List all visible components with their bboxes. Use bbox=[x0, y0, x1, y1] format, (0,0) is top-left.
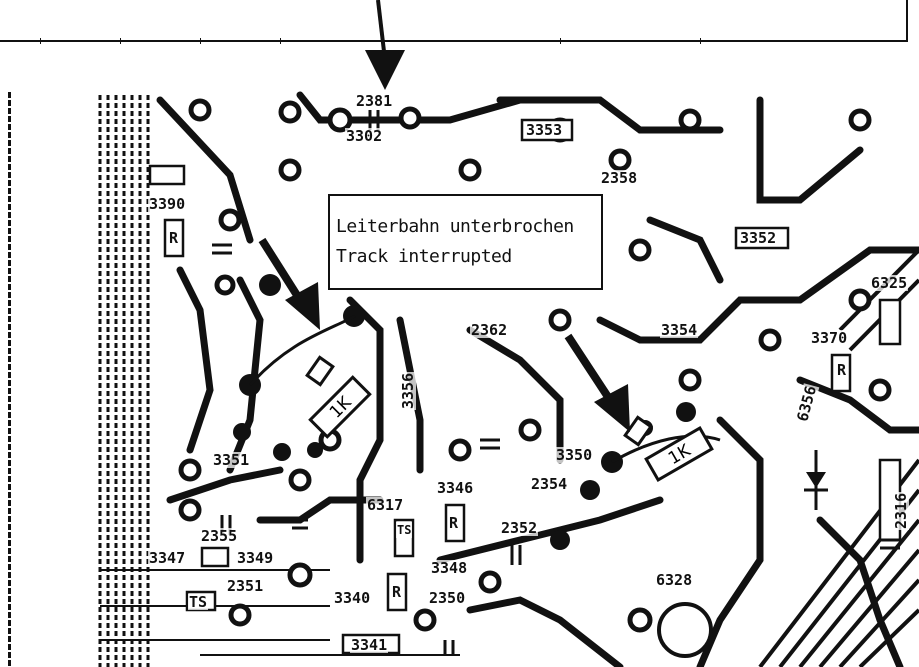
part-mark-ts: TS bbox=[188, 593, 209, 611]
component-label: 6328 bbox=[655, 571, 694, 589]
component-label: 2352 bbox=[500, 519, 539, 537]
component-label: 3341 bbox=[350, 636, 389, 654]
component-label: 2316 bbox=[892, 491, 910, 530]
solder-pads bbox=[178, 98, 892, 652]
component-label: 3370 bbox=[810, 329, 849, 347]
added-resistors bbox=[248, 314, 721, 482]
component-label: 3302 bbox=[345, 127, 384, 145]
part-mark-r: R bbox=[836, 361, 848, 379]
component-label: 3348 bbox=[430, 559, 469, 577]
left-margin-rule bbox=[8, 92, 11, 667]
component-label: 6325 bbox=[870, 274, 909, 292]
callout-english-text: Track interrupted bbox=[336, 246, 512, 267]
bus-lines bbox=[98, 95, 150, 667]
component-label: 3351 bbox=[212, 451, 251, 469]
component-label: 3390 bbox=[148, 195, 187, 213]
callout-german-text: Leiterbahn unterbrochen bbox=[336, 216, 574, 237]
annotation-callout: Leiterbahn unterbrochen Track interrupte… bbox=[328, 194, 603, 290]
part-mark-r: R bbox=[391, 583, 403, 601]
frame-tick bbox=[120, 38, 121, 44]
component-label: 2351 bbox=[226, 577, 265, 595]
capacitor-symbols bbox=[212, 110, 900, 655]
component-label: 3349 bbox=[236, 549, 275, 567]
frame-tick bbox=[200, 38, 201, 44]
component-label: 2355 bbox=[200, 527, 239, 545]
component-label: 2350 bbox=[428, 589, 467, 607]
frame-tick bbox=[700, 38, 701, 44]
component-label: 2354 bbox=[530, 475, 569, 493]
part-mark-r: R bbox=[448, 514, 460, 532]
diode-6356 bbox=[804, 450, 828, 510]
transistor-6328 bbox=[657, 602, 713, 658]
component-label: 6317 bbox=[366, 496, 405, 514]
pointer-arrows bbox=[258, 0, 630, 432]
part-mark-ts: TS bbox=[396, 522, 413, 538]
component-label: 3346 bbox=[436, 479, 475, 497]
component-label: 3356 bbox=[399, 371, 417, 410]
component-label: 3347 bbox=[148, 549, 187, 567]
frame-tick bbox=[280, 38, 281, 44]
part-mark-r: R bbox=[168, 229, 180, 247]
frame-tick bbox=[40, 38, 41, 44]
component-label: 2381 bbox=[355, 92, 394, 110]
component-label: 3340 bbox=[333, 589, 372, 607]
track-cut-marks bbox=[305, 355, 653, 447]
component-label: 2358 bbox=[600, 169, 639, 187]
component-label: 3352 bbox=[739, 229, 778, 247]
top-strip-frame bbox=[0, 0, 908, 42]
component-label: 3350 bbox=[555, 446, 594, 464]
component-label: 3354 bbox=[660, 321, 699, 339]
component-label: 2362 bbox=[470, 321, 509, 339]
component-label: 3353 bbox=[525, 121, 564, 139]
copper-tracks bbox=[156, 91, 919, 667]
frame-tick bbox=[560, 38, 561, 44]
